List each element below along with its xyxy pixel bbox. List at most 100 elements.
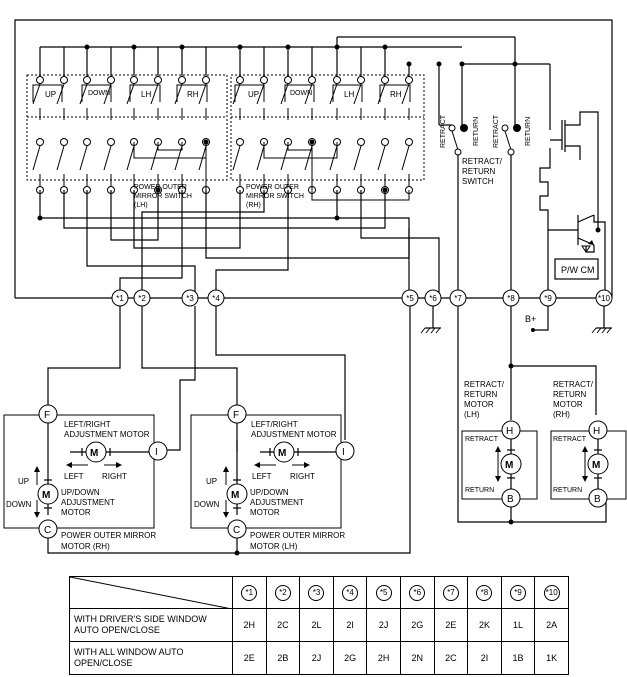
mirror-lh-left-label: LEFT bbox=[252, 472, 272, 481]
lh-switch-name-1: POWER OUTER bbox=[134, 184, 187, 191]
connector-pin-label-7: *7 bbox=[454, 294, 462, 303]
connector-pin-label-1: *1 bbox=[116, 294, 124, 303]
retract-motor-lh: RETRACT/ RETURN MOTOR (LH) H B M RETRACT… bbox=[461, 380, 538, 508]
mirror-rh-ud-label-3: MOTOR bbox=[61, 508, 91, 517]
table-cell: 2C bbox=[433, 641, 469, 675]
mirror-rh-left-label: LEFT bbox=[64, 472, 84, 481]
mirror-rh-lr-label-1: LEFT/RIGHT bbox=[64, 420, 111, 429]
switch-terminal bbox=[60, 138, 68, 146]
mirror-lh-down-label: DOWN bbox=[194, 500, 220, 509]
retract-motor-lh-return: RETURN bbox=[465, 487, 494, 494]
table-cell: 1L bbox=[500, 608, 536, 642]
retract-motor-rh-return: RETURN bbox=[553, 487, 582, 494]
switch-terminal bbox=[236, 76, 244, 84]
table-cell: 2H bbox=[366, 641, 401, 675]
mirror-rh-lr-motor-label: M bbox=[90, 448, 98, 459]
switch-terminal bbox=[308, 76, 316, 84]
mirror-motor-lh: F I C M M LEFT/RIGHT ADJUSTMENT MOTOR LE… bbox=[190, 404, 355, 551]
mirror-lh-name-2: MOTOR (LH) bbox=[250, 542, 298, 551]
lh-switch-down-label: DOWN bbox=[88, 90, 110, 97]
switch-contact-blade bbox=[126, 83, 135, 105]
table-corner bbox=[69, 576, 233, 609]
lh-switch-lh-label: LH bbox=[141, 90, 151, 99]
switch-contact-blade bbox=[304, 83, 313, 105]
switch-contact-blade bbox=[174, 83, 183, 105]
switch-contact-blade bbox=[32, 145, 41, 171]
table-cell: 2G bbox=[399, 608, 435, 642]
switch-contact-blade bbox=[79, 145, 88, 171]
pwcm-label: P/W CM bbox=[561, 265, 595, 275]
switch-terminal bbox=[405, 138, 413, 146]
mirror-rh-name-1: POWER OUTER MIRROR bbox=[61, 531, 156, 540]
switch-terminal bbox=[284, 76, 292, 84]
table-cell: 2G bbox=[332, 641, 368, 675]
grounds: B+ bbox=[420, 306, 612, 334]
table-cell: 2B bbox=[265, 641, 301, 675]
table-header-6: *6 bbox=[399, 576, 435, 609]
mirror-rh-ud-label-1: UP/DOWN bbox=[61, 488, 100, 497]
retract-motor-lh-name-4: (LH) bbox=[464, 410, 480, 419]
mirror-lh-right-label: RIGHT bbox=[290, 472, 315, 481]
table-header-2: *2 bbox=[265, 576, 301, 609]
table-cell: 2I bbox=[332, 608, 368, 642]
switch-contact-blade bbox=[32, 83, 41, 105]
mirror-rh-pin-c: C bbox=[44, 525, 51, 536]
switch-terminal bbox=[60, 76, 68, 84]
switch-box-rh bbox=[230, 74, 425, 181]
switch-terminal bbox=[202, 76, 210, 84]
pwcm-circuit: P/W CM bbox=[539, 111, 606, 298]
table-header-1: *1 bbox=[232, 576, 267, 609]
table-header-9: *9 bbox=[500, 576, 536, 609]
retract-motor-rh-pin-h: H bbox=[593, 426, 600, 437]
mirror-lh-ud-label-1: UP/DOWN bbox=[250, 488, 289, 497]
connector-pin-label-9: *9 bbox=[544, 294, 552, 303]
table-cell: 2L bbox=[299, 608, 334, 642]
retract-motor-rh-name-1: RETRACT/ bbox=[553, 380, 594, 389]
retract-motor-lh-name-2: RETURN bbox=[464, 390, 498, 399]
table-header-4: *4 bbox=[332, 576, 368, 609]
mirror-lh-pin-f: F bbox=[233, 410, 239, 421]
switch-terminal bbox=[83, 138, 91, 146]
mirror-rh-right-label: RIGHT bbox=[102, 472, 127, 481]
retract-label-2: RETRACT bbox=[493, 114, 500, 148]
switch-terminal bbox=[260, 76, 268, 84]
connector-pin-label-3: *3 bbox=[186, 294, 194, 303]
rh-switch-down-label: DOWN bbox=[290, 90, 312, 97]
retract-switch-name-1: RETRACT/ bbox=[462, 157, 503, 166]
table-cell: 2K bbox=[467, 608, 502, 642]
retract-motor-rh-pin-b: B bbox=[594, 494, 601, 505]
bplus-label: B+ bbox=[525, 314, 536, 324]
table-header-8: *8 bbox=[467, 576, 502, 609]
table-header-10: *10 bbox=[534, 576, 569, 609]
mirror-lh-lr-label-2: ADJUSTMENT MOTOR bbox=[251, 430, 337, 439]
switch-terminal bbox=[333, 76, 341, 84]
retract-motor-lh-pin-b: B bbox=[507, 494, 514, 505]
switch-terminal bbox=[36, 76, 44, 84]
switch-terminal bbox=[357, 76, 365, 84]
switch-terminal bbox=[130, 76, 138, 84]
switch-contact-blade bbox=[79, 83, 88, 105]
mirror-lh-ud-motor-label: M bbox=[231, 490, 239, 501]
retract-motor-lh-m: M bbox=[505, 460, 513, 471]
switch-contact-blade bbox=[103, 145, 112, 171]
table-cell: 2E bbox=[232, 641, 267, 675]
connector-pin-label-10: *10 bbox=[598, 294, 611, 303]
connector-table: *1 *2 *3 *4 *5 *6 *7 *8 *9 *10 WITH DRIV… bbox=[69, 576, 569, 675]
switch-contact-blade bbox=[377, 145, 386, 171]
mirror-motor-rh: F I C M M LEFT/RIGHT ADJUSTMENT MOTOR LE… bbox=[3, 404, 168, 551]
lh-switch-name-2: MIRROR SWITCH bbox=[134, 193, 192, 200]
table-cell: 2J bbox=[366, 608, 401, 642]
switch-contact-blade bbox=[329, 83, 338, 105]
connector-pin-label-8: *8 bbox=[507, 294, 515, 303]
switch-contact-blade bbox=[150, 83, 159, 105]
table-cell: 2E bbox=[433, 608, 469, 642]
mirror-rh-ud-motor-label: M bbox=[42, 490, 50, 501]
switch-contact-blade bbox=[401, 83, 410, 105]
mirror-lh-lr-label-1: LEFT/RIGHT bbox=[251, 420, 298, 429]
retract-switch-name-2: RETURN bbox=[462, 167, 496, 176]
mirror-lh-pin-i: I bbox=[342, 447, 345, 458]
mirror-rh-pin-i: I bbox=[155, 447, 158, 458]
retract-motor-rh: RETRACT/ RETURN MOTOR (RH) H B M RETRACT… bbox=[550, 380, 627, 508]
